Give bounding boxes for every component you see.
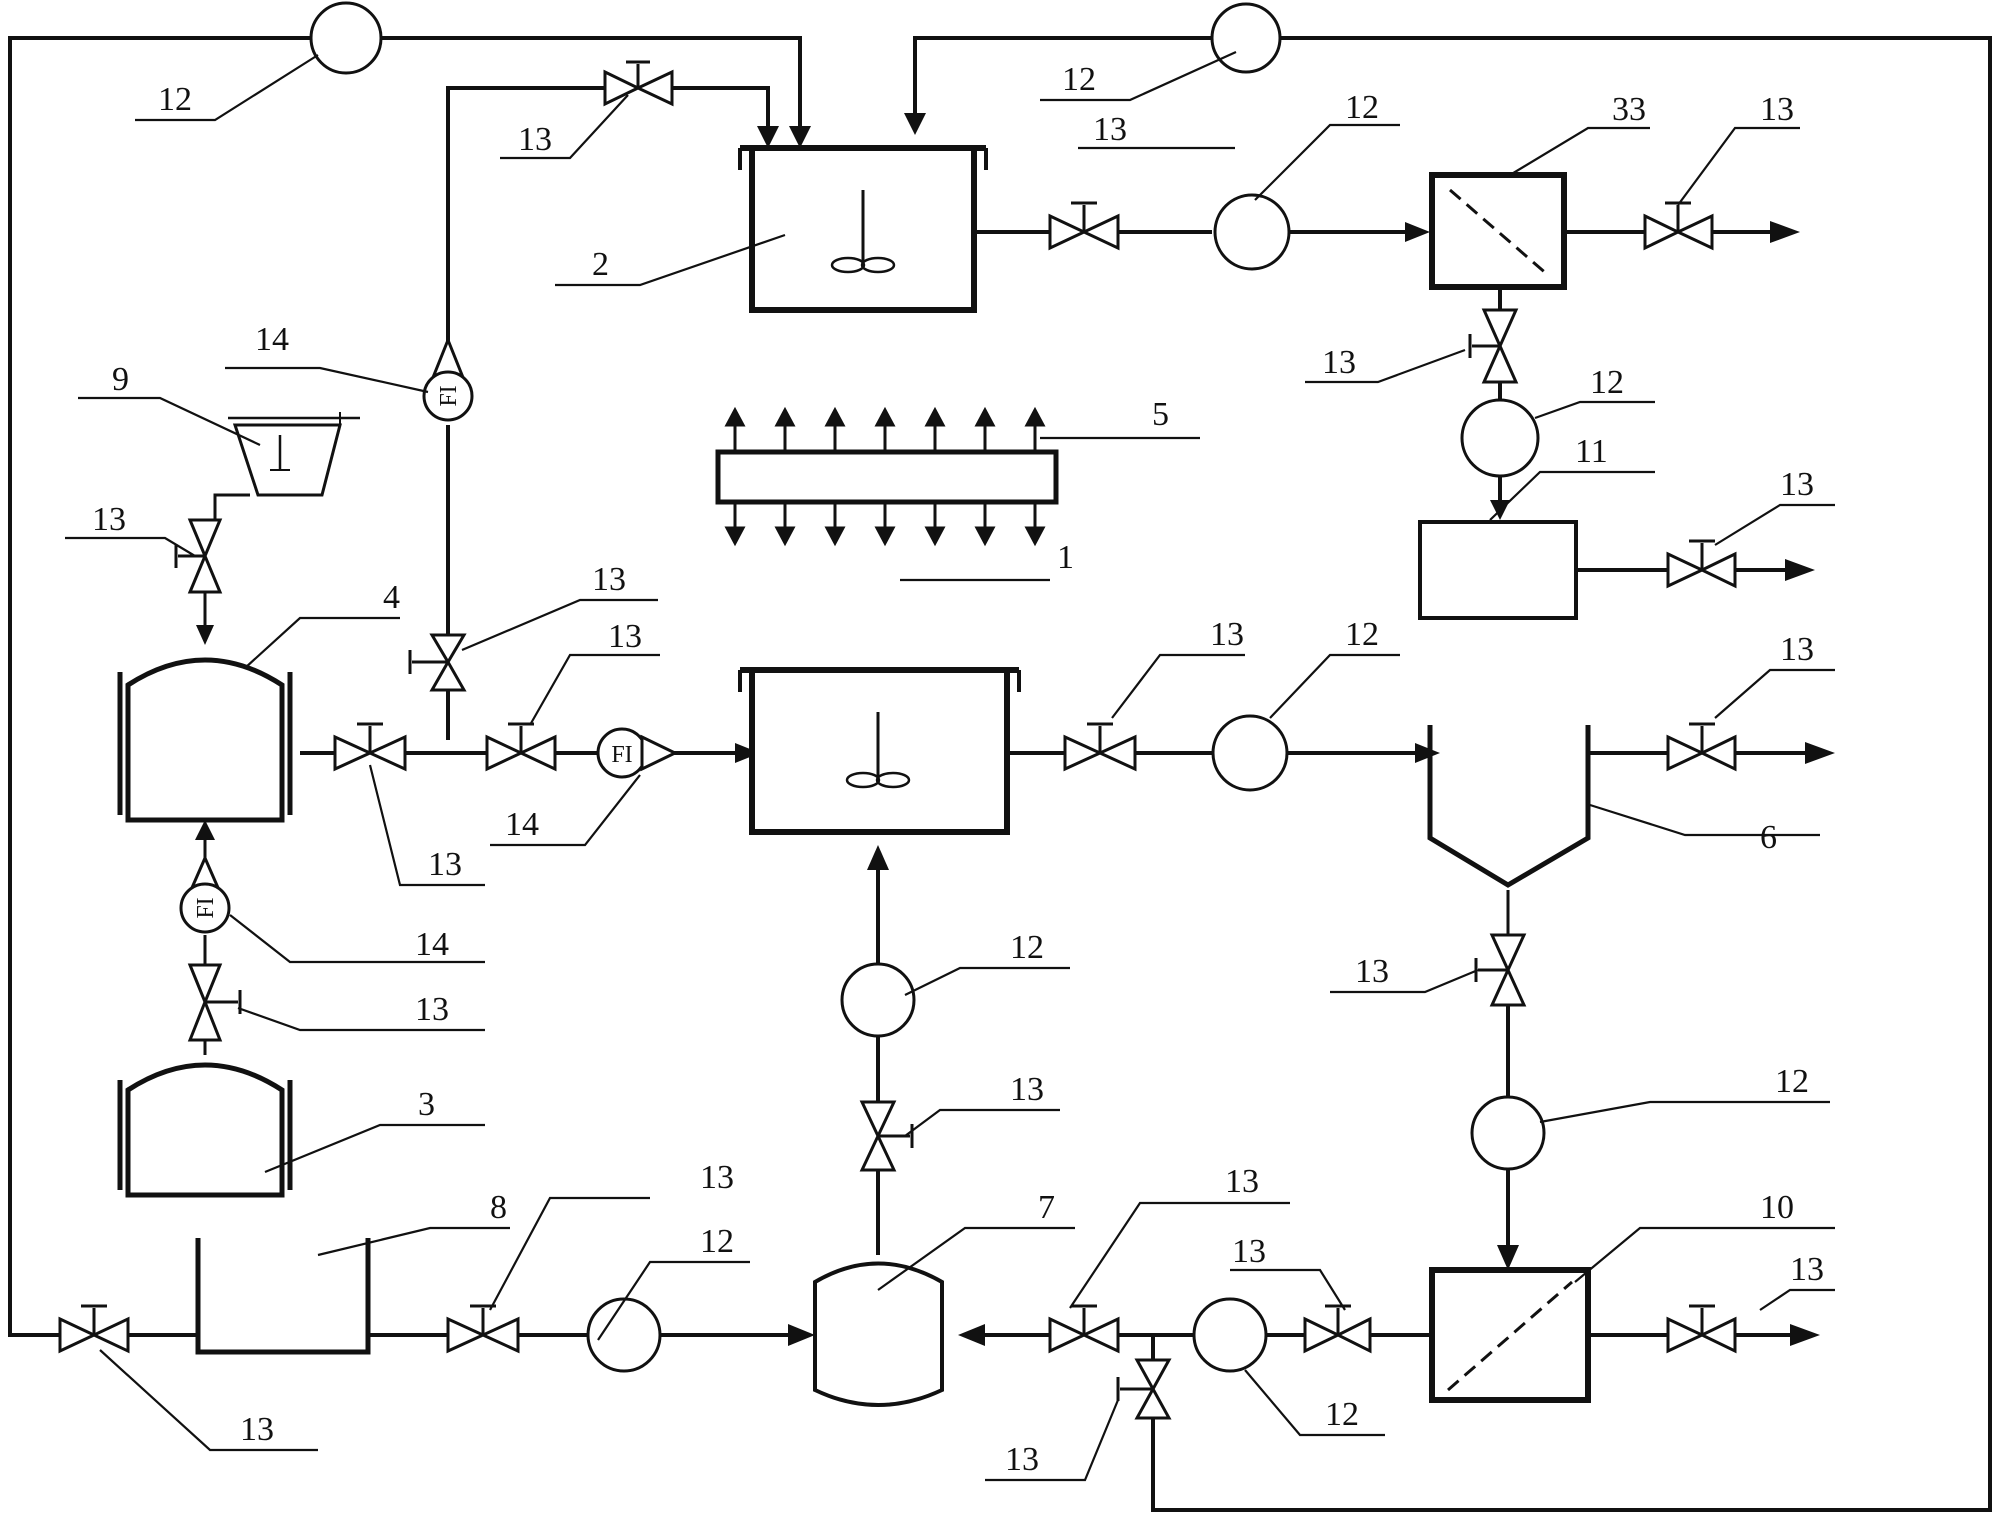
label-13-tank3-outlet: 13 — [415, 991, 449, 1028]
equipment — [117, 145, 1591, 1407]
valve-settler-bottom — [1474, 933, 1527, 1007]
label-12-top-left: 12 — [158, 81, 192, 118]
part-labels: 12 12 13 13 12 33 13 2 13 12 14 9 5 11 1… — [92, 61, 1824, 1478]
pipe-lines — [8, 36, 1992, 1512]
label-13-hopper: 13 — [92, 501, 126, 538]
valve-before-fi — [485, 722, 557, 772]
label-33: 33 — [1612, 91, 1646, 128]
flow-indicator-text: FI — [193, 897, 219, 918]
label-1: 1 — [1057, 539, 1074, 576]
label-13-tank4-outlet: 13 — [428, 846, 462, 883]
label-13-settler-bottom: 13 — [1355, 953, 1389, 990]
label-13-filter10-left: 13 — [1232, 1233, 1266, 1270]
pump-to-tank1 — [840, 962, 916, 1038]
valves — [58, 60, 1737, 1420]
valve-tank8-outlet — [446, 1304, 520, 1354]
label-13-tank7-up: 13 — [1010, 1071, 1044, 1108]
basin-8 — [195, 1238, 371, 1355]
label-12-return-pump: 12 — [1325, 1396, 1359, 1433]
valve-branch-top — [603, 60, 674, 107]
flow-indicator-feed: FI — [596, 727, 679, 779]
valve-tank11-outlet — [1666, 539, 1737, 589]
label-13-to-tank7: 13 — [1225, 1163, 1259, 1200]
tank-1-reactor — [738, 667, 1021, 835]
valve-filter10-left — [1303, 1304, 1372, 1354]
hopper-9 — [228, 412, 360, 497]
label-2: 2 — [592, 246, 609, 283]
pump-tank1-outlet — [1211, 714, 1289, 792]
label-12-tank2-pump: 12 — [1345, 89, 1379, 126]
tank-3-jacketed — [117, 1062, 293, 1198]
tank-11 — [1418, 520, 1578, 620]
valve-filter33-outlet — [1643, 201, 1714, 251]
flow-indicator-text: FI — [611, 742, 632, 768]
label-13-tank1-outlet: 13 — [1210, 616, 1244, 653]
label-13-left-loop: 13 — [240, 1411, 274, 1448]
label-12-to-tank1: 12 — [1010, 929, 1044, 966]
valve-branch-down — [1116, 1358, 1172, 1420]
valve-settler-overflow — [1666, 722, 1737, 772]
pump-tank8-outlet — [586, 1297, 662, 1373]
label-6: 6 — [1760, 819, 1777, 856]
pump-to-tank11 — [1460, 398, 1540, 478]
pump-top-left — [309, 1, 383, 75]
label-13-branch-up: 13 — [592, 561, 626, 598]
label-8: 8 — [490, 1189, 507, 1226]
label-12-to-filter10: 12 — [1775, 1063, 1809, 1100]
label-13-tank11-outlet: 13 — [1780, 466, 1814, 503]
filter-33 — [1429, 172, 1567, 290]
pump-top-right — [1210, 2, 1282, 74]
flow-arrows — [195, 113, 1835, 1346]
flow-indicator-branch: FI — [422, 335, 474, 422]
label-12-tank8-pump: 12 — [700, 1223, 734, 1260]
label-13-branch-top: 13 — [518, 121, 552, 158]
label-13-before-fi: 13 — [608, 618, 642, 655]
label-13-tank8-outlet: 13 — [700, 1159, 734, 1196]
label-11: 11 — [1575, 433, 1608, 470]
label-5: 5 — [1152, 396, 1169, 433]
tank-2-mixer — [738, 145, 988, 313]
flow-indicator-text: FI — [436, 385, 462, 406]
label-13-tank2-outlet: 13 — [1093, 111, 1127, 148]
valve-tank7-up — [859, 1100, 914, 1172]
label-12-to-tank11: 12 — [1590, 364, 1624, 401]
valve-tank4-outlet — [333, 722, 407, 772]
flow-indicator-tank3: FI — [179, 854, 231, 934]
label-12-tank1-pump: 12 — [1345, 616, 1379, 653]
settler-6 — [1427, 725, 1591, 888]
label-13-filter33-outlet: 13 — [1760, 91, 1794, 128]
valve-branch-up — [408, 633, 467, 692]
valve-filter10-outlet — [1666, 1304, 1737, 1354]
valve-tank3-outlet — [187, 963, 242, 1042]
valve-tank2-outlet — [1048, 201, 1120, 251]
tank-7 — [813, 1261, 944, 1407]
pump-tank2-outlet — [1213, 193, 1291, 271]
filter-10 — [1429, 1267, 1591, 1403]
label-14-branch: 14 — [255, 321, 289, 358]
valve-tank1-outlet — [1063, 722, 1137, 772]
flow-indicators: FI FI FI — [179, 335, 679, 934]
valve-to-tank7-right — [1048, 1304, 1120, 1354]
distributor-5 — [715, 406, 1059, 547]
label-14-tank3: 14 — [415, 926, 449, 963]
label-13-filter33-bottom: 13 — [1322, 344, 1356, 381]
label-10: 10 — [1760, 1189, 1794, 1226]
label-14-feed: 14 — [505, 806, 539, 843]
valve-hopper-feed — [174, 518, 223, 594]
tank-4-jacketed — [117, 657, 293, 823]
label-3: 3 — [418, 1086, 435, 1123]
label-4: 4 — [383, 579, 400, 616]
label-13-filter10-outlet: 13 — [1790, 1251, 1824, 1288]
pump-to-filter10 — [1470, 1095, 1546, 1171]
label-13-settler-overflow: 13 — [1780, 631, 1814, 668]
pump-filter10-return — [1192, 1297, 1268, 1373]
valve-filter33-bottom — [1468, 308, 1519, 384]
label-13-branch-down: 13 — [1005, 1441, 1039, 1478]
label-7: 7 — [1038, 1189, 1055, 1226]
leader-lines — [65, 50, 1835, 1482]
valve-left-loop — [58, 1304, 130, 1354]
label-12-top-right: 12 — [1062, 61, 1096, 98]
label-9: 9 — [112, 361, 129, 398]
